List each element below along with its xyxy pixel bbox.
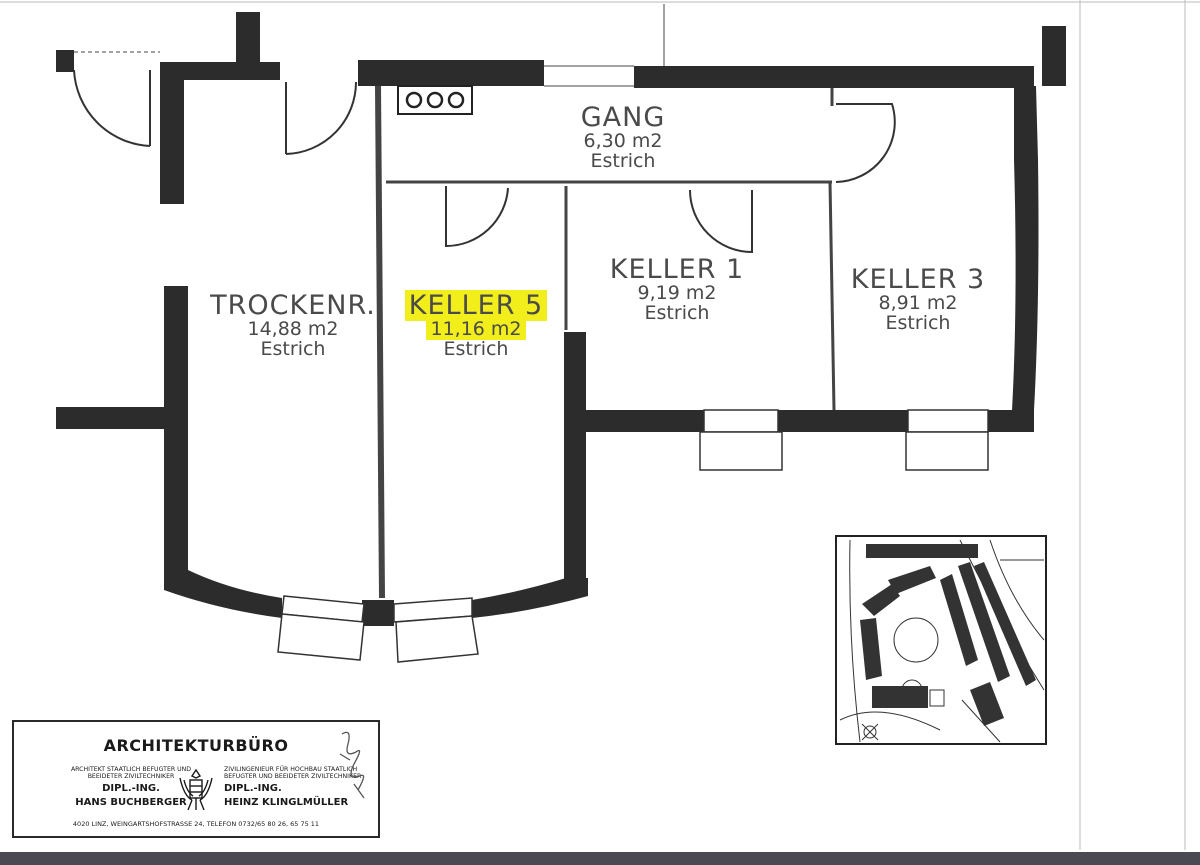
right-name: HEINZ KLINGLMÜLLER: [224, 797, 349, 808]
room-label-gang: GANG 6,30 m2 Estrich: [560, 102, 686, 173]
north-arrow-icon: [861, 723, 879, 741]
room-name: KELLER 3: [850, 264, 986, 295]
window-keller5: [393, 597, 479, 663]
room-area: 11,16 m2: [426, 318, 526, 341]
room-floor: Estrich: [644, 302, 710, 325]
door-swings: [73, 69, 896, 254]
room-label-keller5: KELLER 5 11,16 m2 Estrich: [390, 290, 562, 361]
architect-left: ARCHITEKT STAATLICH BEFUGTER UND BEEIDET…: [56, 766, 206, 808]
office-title: ARCHITEKTURBÜRO: [103, 736, 289, 755]
right-title: ZIVILINGENIEUR FÜR HOCHBAU STAATLICH BEF…: [224, 766, 362, 780]
left-degree: DIPL.-ING.: [102, 783, 160, 794]
left-name: HANS BUCHBERGER: [75, 797, 187, 808]
windows: [277, 409, 989, 663]
architect-stamp: ARCHITEKTURBÜRO ARCHITEKT STAATLICH BEFU…: [12, 720, 380, 838]
room-area: 6,30 m2: [583, 130, 663, 153]
room-name: GANG: [580, 102, 666, 133]
exterior-walls: [56, 12, 1066, 626]
window-trockenraum: [277, 595, 365, 661]
room-label-trockenraum: TROCKENR. 14,88 m2 Estrich: [200, 290, 386, 361]
room-area: 8,91 m2: [878, 292, 958, 315]
room-label-keller3: KELLER 3 8,91 m2 Estrich: [836, 264, 1000, 335]
handwritten-signature: [339, 731, 365, 799]
site-plan-inset: [835, 535, 1047, 745]
room-floor: Estrich: [443, 338, 509, 361]
door-keller1: [689, 189, 753, 254]
room-label-keller1: KELLER 1 9,19 m2 Estrich: [594, 254, 760, 325]
door-keller5: [445, 186, 509, 248]
door-keller3: [835, 103, 896, 183]
left-title: ARCHITEKT STAATLICH BEFUGTER UND BEEIDET…: [70, 766, 192, 780]
room-area: 9,19 m2: [637, 282, 717, 305]
office-address: 4020 LINZ, WEINGARTSHOFSTRASSE 24, TELEF…: [72, 820, 320, 828]
window-keller1: [699, 409, 783, 471]
room-name: TROCKENR.: [210, 290, 376, 321]
eagle-emblem-icon: [179, 768, 213, 811]
door-trockenraum: [285, 81, 357, 155]
architect-right: ZIVILINGENIEUR FÜR HOCHBAU STAATLICH BEF…: [224, 766, 374, 808]
room-floor: Estrich: [260, 338, 326, 361]
right-degree: DIPL.-ING.: [224, 783, 282, 794]
window-keller3: [905, 409, 989, 471]
room-area: 14,88 m2: [247, 318, 339, 341]
room-floor: Estrich: [590, 150, 656, 173]
interior-walls: [74, 4, 836, 599]
scan-edge: [0, 852, 1200, 865]
meter-fixture: [397, 85, 473, 115]
room-name: KELLER 5: [404, 290, 548, 321]
door-entrance-left: [73, 69, 151, 147]
room-floor: Estrich: [885, 312, 951, 335]
room-name: KELLER 1: [609, 254, 745, 285]
